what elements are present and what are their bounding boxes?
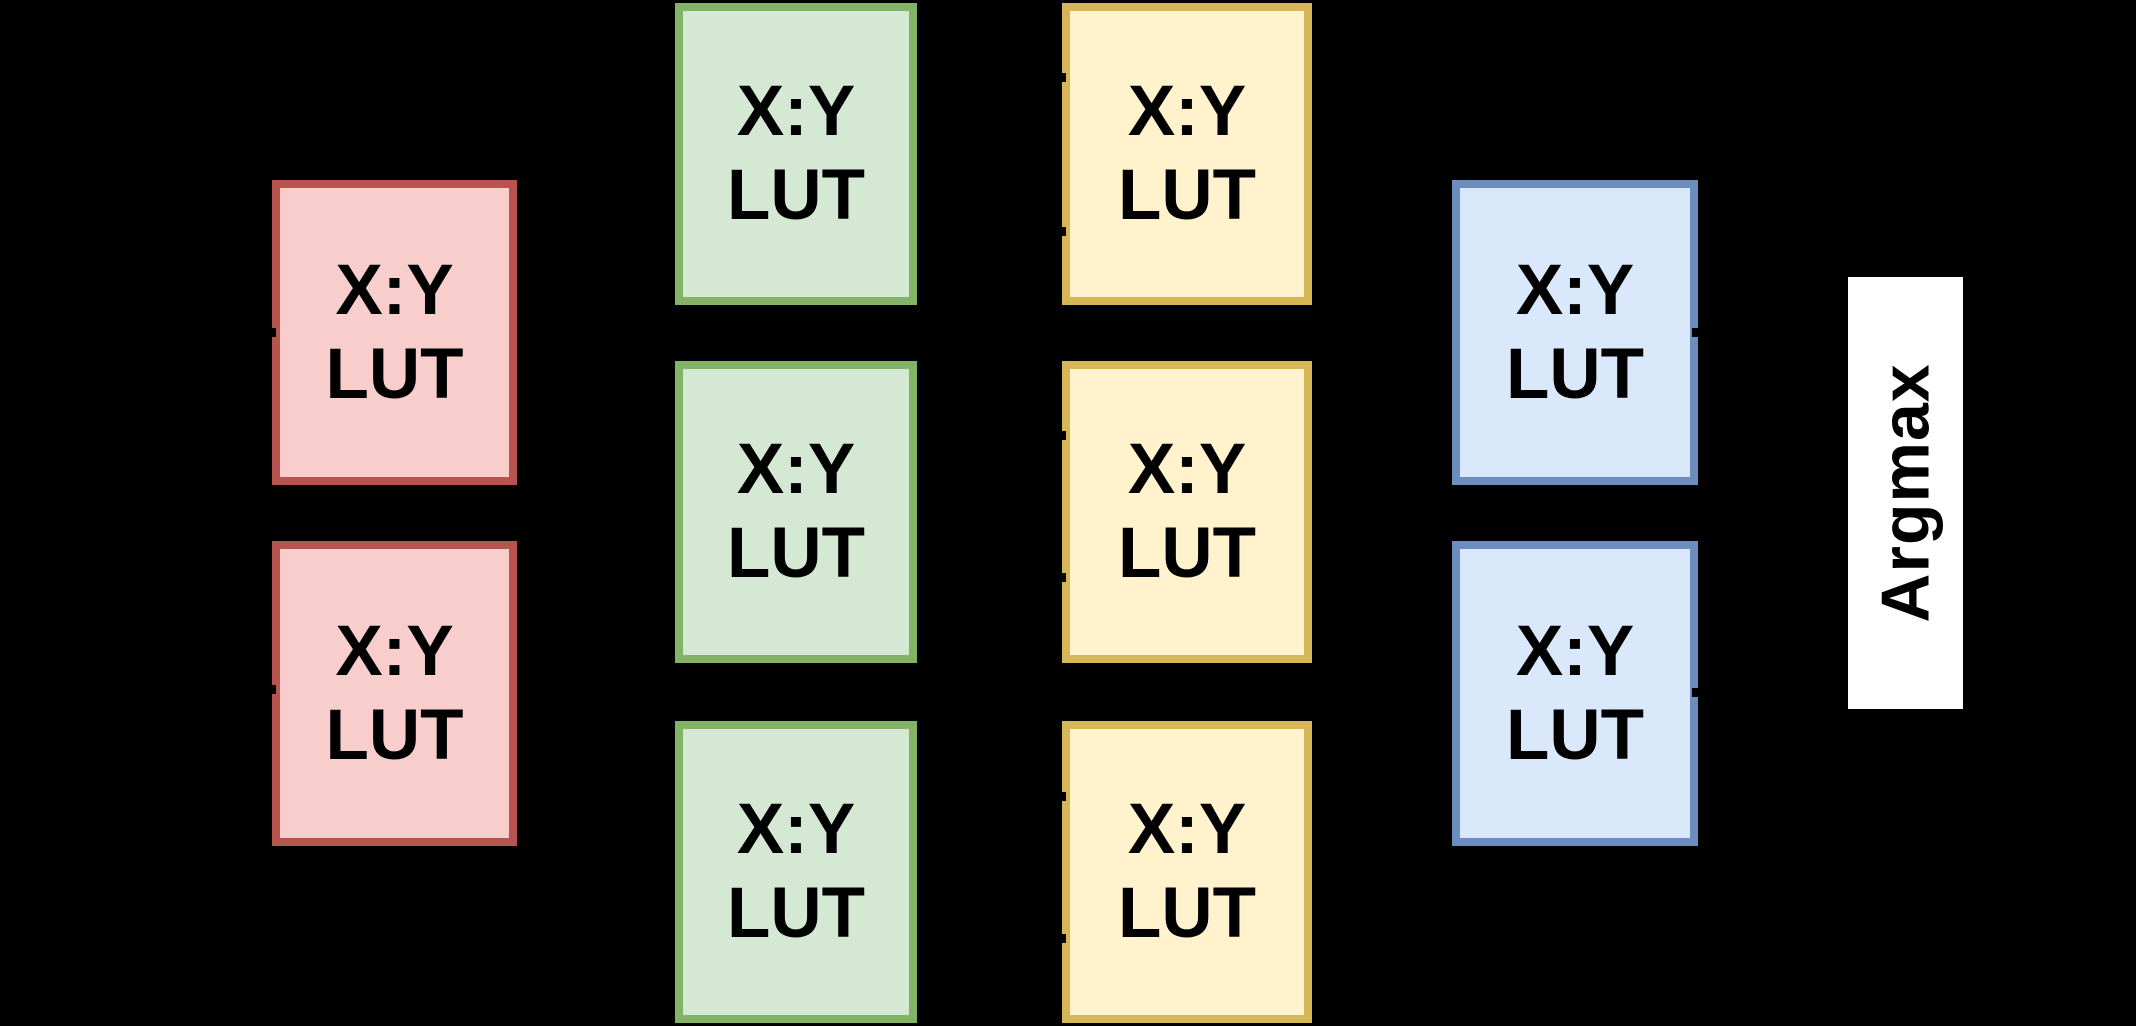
lut-label-line2: LUT — [1117, 874, 1256, 953]
connector-stub — [1054, 73, 1066, 82]
connector-stub — [1692, 688, 1704, 697]
lut-label-line1: X:Y — [736, 790, 856, 869]
connector-stub — [1054, 792, 1066, 801]
connector-stub — [1054, 573, 1066, 582]
lut-label-line2: LUT — [325, 695, 464, 775]
connector-stub — [1054, 934, 1066, 943]
lut-label-line2: LUT — [1117, 156, 1256, 235]
lut-label-line1: X:Y — [1127, 790, 1247, 869]
lut-label-line1: X:Y — [1127, 72, 1247, 151]
lut-label-line2: LUT — [726, 874, 865, 953]
lut-label-line2: LUT — [1505, 695, 1644, 775]
lut-label-line1: X:Y — [1515, 250, 1635, 330]
lut-label-line1: X:Y — [736, 430, 856, 509]
lut-label-line2: LUT — [1505, 334, 1644, 414]
connector-stub — [1692, 328, 1704, 337]
argmax-box: Argmax — [1848, 277, 1963, 709]
lut-label-line2: LUT — [325, 334, 464, 414]
lut-label-line1: X:Y — [335, 611, 454, 691]
connector-stub — [264, 328, 276, 337]
lut-label-line1: X:Y — [736, 72, 856, 151]
lut-label-line2: LUT — [726, 156, 865, 235]
lut-label-line1: X:Y — [1515, 611, 1635, 691]
connector-stub — [264, 685, 276, 694]
connector-stub — [1054, 431, 1066, 440]
lut-label-line2: LUT — [726, 514, 865, 593]
lut-label-line2: LUT — [1117, 514, 1256, 593]
lut-label-line1: X:Y — [335, 250, 454, 330]
connector-stub — [1054, 227, 1066, 236]
argmax-label: Argmax — [1867, 363, 1944, 623]
lut-label-line1: X:Y — [1127, 430, 1247, 509]
